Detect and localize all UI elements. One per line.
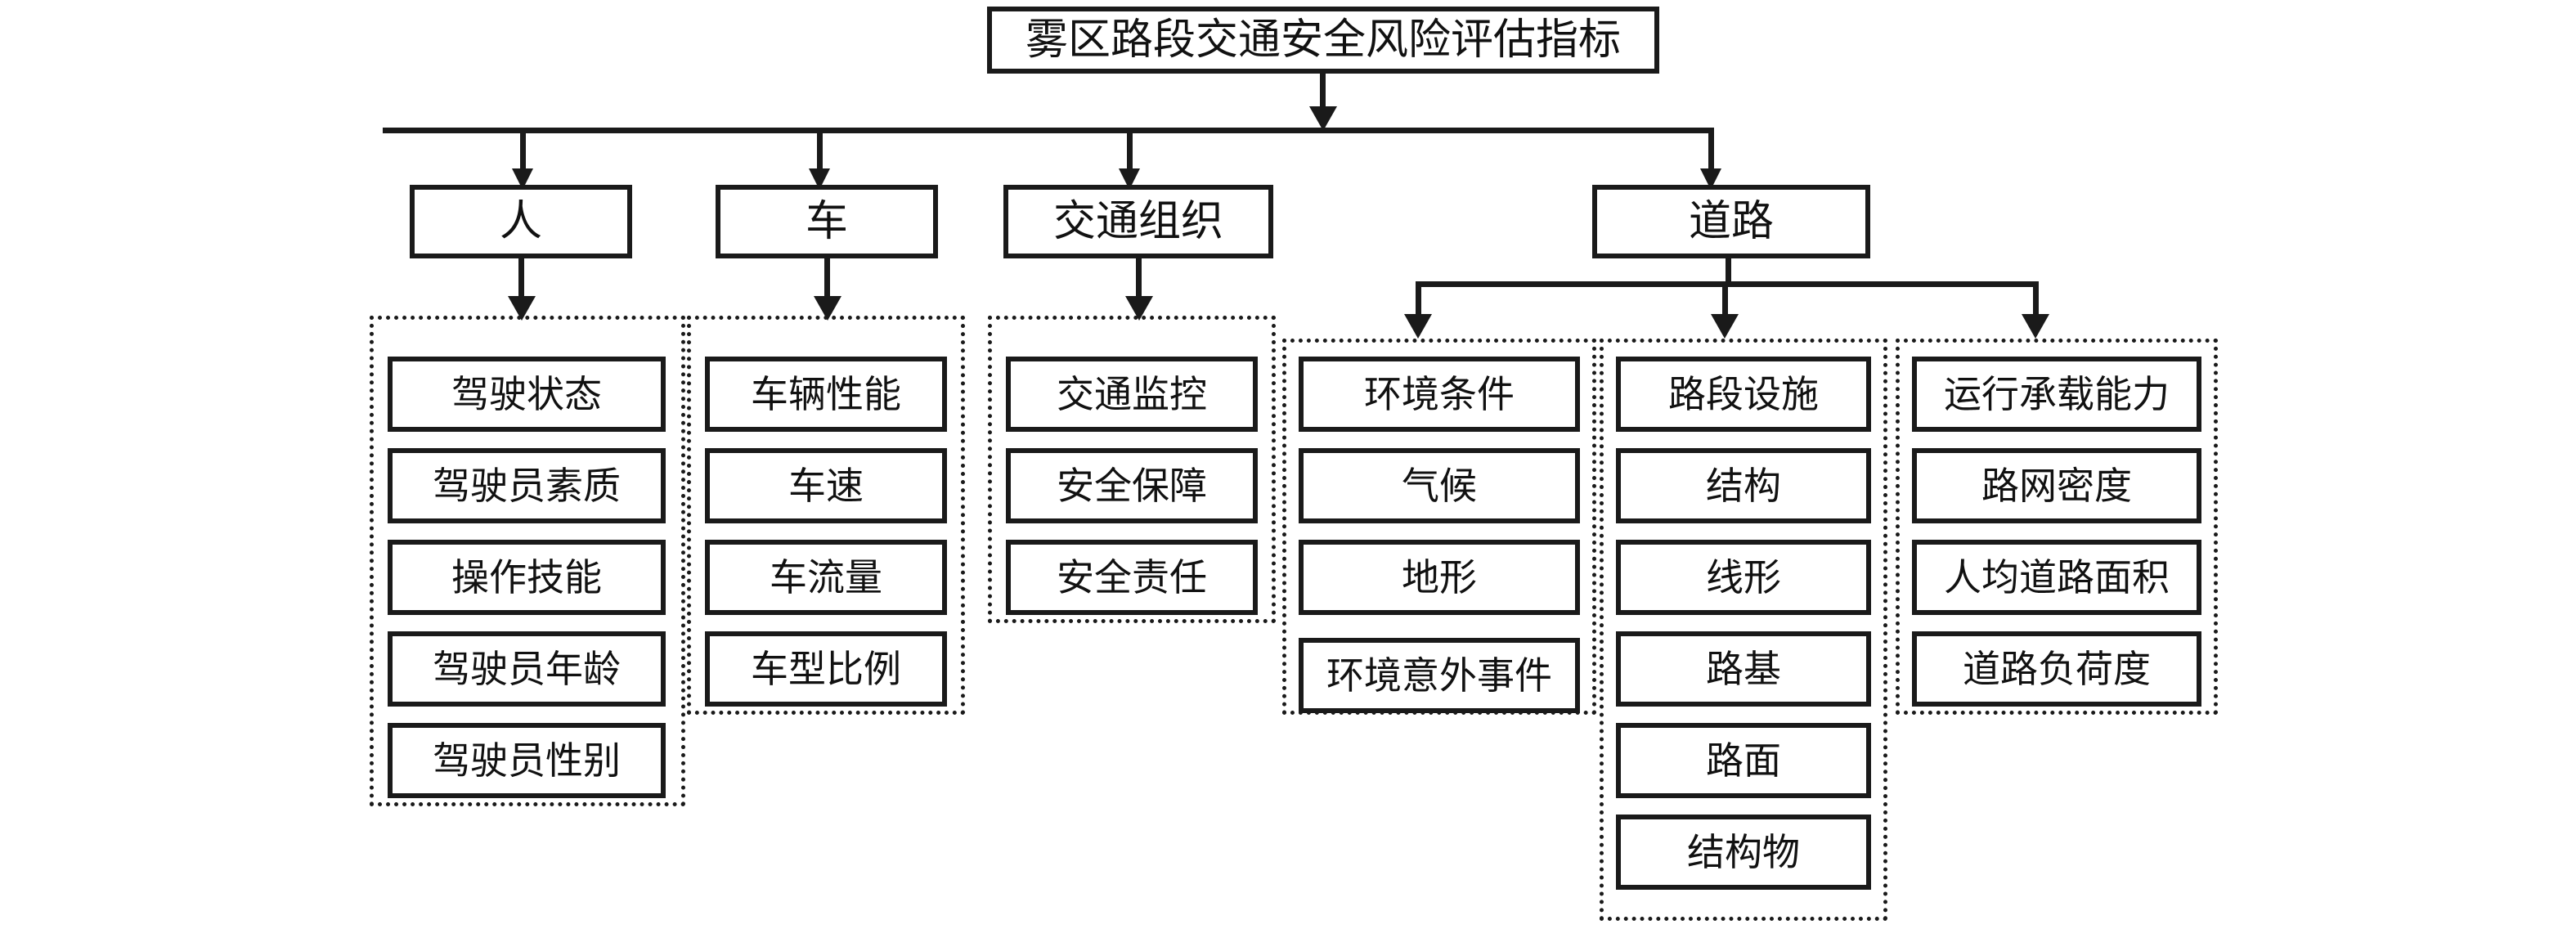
leaf-label: 路基 <box>1706 647 1781 691</box>
branch-stem-traffic <box>1127 128 1133 178</box>
stem-road-environment <box>1416 281 1421 324</box>
leaf-label: 驾驶员素质 <box>433 464 621 508</box>
root-node-label: 雾区路段交通安全风险评估指标 <box>1025 16 1621 65</box>
category-node-person: 人 <box>410 185 632 258</box>
category-node-road: 道路 <box>1592 185 1870 258</box>
leaf-label: 驾驶员年龄 <box>433 647 621 691</box>
leaf-label: 车型比例 <box>751 647 901 691</box>
arrow-road-capacity-icon <box>2022 314 2049 339</box>
leaf-node: 车流量 <box>705 540 947 615</box>
leaf-label: 安全保障 <box>1057 464 1207 508</box>
leaf-node: 结构物 <box>1616 815 1871 890</box>
leaf-label: 车流量 <box>770 555 882 599</box>
category-label-road: 道路 <box>1688 197 1774 246</box>
arrow-road-section-icon <box>1711 314 1739 339</box>
leaf-node: 安全保障 <box>1006 448 1258 523</box>
leaf-node: 驾驶员素质 <box>388 448 666 523</box>
leaf-node: 驾驶状态 <box>388 357 666 432</box>
arrow-road-environment-icon <box>1404 314 1432 339</box>
leaf-node: 交通监控 <box>1006 357 1258 432</box>
leaf-label: 驾驶状态 <box>451 372 602 416</box>
leaf-node: 操作技能 <box>388 540 666 615</box>
level2-bus <box>383 128 1714 133</box>
group-container-vehicle <box>687 316 965 715</box>
leaf-node: 路段设施 <box>1616 357 1871 432</box>
leaf-label: 车辆性能 <box>751 372 901 416</box>
root-connector-stem <box>1320 74 1326 116</box>
root-node: 雾区路段交通安全风险评估指标 <box>987 7 1659 74</box>
branch-stem-vehicle <box>817 128 823 178</box>
group-container-road-section <box>1600 339 1887 921</box>
leaf-label: 气候 <box>1402 464 1477 508</box>
branch-stem-road <box>1708 128 1714 178</box>
category-label-person: 人 <box>499 197 542 246</box>
leaf-node: 环境意外事件 <box>1299 638 1580 713</box>
leaf-node: 环境条件 <box>1299 357 1580 432</box>
leaf-label: 环境条件 <box>1364 372 1515 416</box>
root-connector-arrow-icon <box>1309 106 1337 131</box>
leaf-label: 人均道路面积 <box>1944 555 2170 599</box>
stem-road-to-bus <box>1726 258 1731 285</box>
leaf-node: 线形 <box>1616 540 1871 615</box>
leaf-node: 驾驶员性别 <box>388 723 666 798</box>
group-container-capacity <box>1896 339 2218 715</box>
leaf-node: 结构 <box>1616 448 1871 523</box>
leaf-node: 道路负荷度 <box>1912 631 2201 707</box>
leaf-label: 驾驶员性别 <box>433 738 621 783</box>
category-node-traffic-organization: 交通组织 <box>1003 185 1273 258</box>
leaf-label: 线形 <box>1706 555 1781 599</box>
leaf-label: 结构物 <box>1687 830 1800 874</box>
category-label-vehicle: 车 <box>805 197 848 246</box>
leaf-label: 安全责任 <box>1057 555 1207 599</box>
stem-vehicle-to-group <box>824 258 830 307</box>
stem-road-section <box>1722 281 1728 324</box>
leaf-label: 运行承载能力 <box>1944 372 2170 416</box>
branch-stem-person <box>520 128 526 178</box>
leaf-label: 结构 <box>1706 464 1781 508</box>
leaf-node: 车速 <box>705 448 947 523</box>
category-label-traffic-organization: 交通组织 <box>1052 197 1223 246</box>
leaf-label: 车速 <box>788 464 864 508</box>
leaf-label: 地形 <box>1402 555 1477 599</box>
leaf-node: 人均道路面积 <box>1912 540 2201 615</box>
leaf-label: 操作技能 <box>451 555 602 599</box>
leaf-node: 车辆性能 <box>705 357 947 432</box>
leaf-node: 安全责任 <box>1006 540 1258 615</box>
leaf-label: 道路负荷度 <box>1963 647 2151 691</box>
leaf-label: 路段设施 <box>1668 372 1819 416</box>
category-node-vehicle: 车 <box>716 185 938 258</box>
leaf-label: 路网密度 <box>1981 464 2132 508</box>
leaf-label: 交通监控 <box>1057 372 1207 416</box>
leaf-node: 车型比例 <box>705 631 947 707</box>
group-container-traffic-organization <box>988 316 1276 623</box>
leaf-node: 地形 <box>1299 540 1580 615</box>
leaf-node: 路面 <box>1616 723 1871 798</box>
group-container-person <box>370 316 685 806</box>
leaf-node: 路基 <box>1616 631 1871 707</box>
leaf-node: 路网密度 <box>1912 448 2201 523</box>
leaf-node: 气候 <box>1299 448 1580 523</box>
leaf-label: 环境意外事件 <box>1326 653 1552 698</box>
leaf-label: 路面 <box>1706 738 1781 783</box>
stem-road-capacity <box>2033 281 2039 324</box>
leaf-node: 驾驶员年龄 <box>388 631 666 707</box>
stem-traffic-to-group <box>1136 258 1142 307</box>
stem-person-to-group <box>518 258 524 307</box>
leaf-node: 运行承载能力 <box>1912 357 2201 432</box>
